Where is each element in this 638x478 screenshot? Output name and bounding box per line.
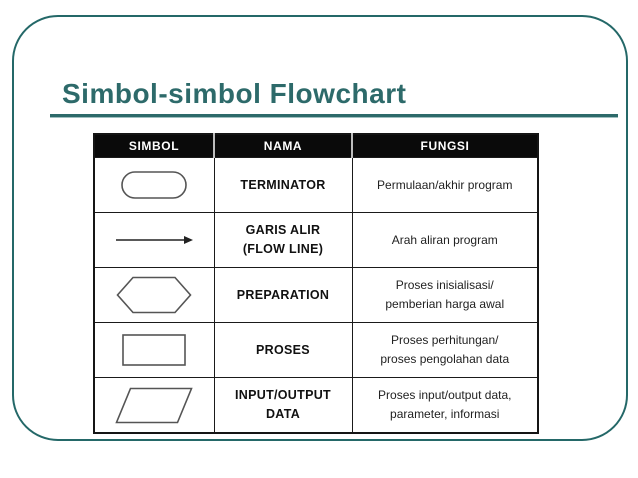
flow-line-arrow xyxy=(116,236,194,244)
fungsi-cell: Proses perhitungan/ proses pengolahan da… xyxy=(351,322,539,378)
nama-label: TERMINATOR xyxy=(240,177,326,192)
nama-cell: GARIS ALIR (FLOW LINE) xyxy=(213,212,353,268)
fungsi-label: Proses perhitungan/ proses pengolahan da… xyxy=(380,333,510,366)
fungsi-label: Proses inisialisasi/ pemberian harga awa… xyxy=(385,278,505,311)
fungsi-cell: Arah aliran program xyxy=(351,212,539,268)
fungsi-cell: Proses inisialisasi/ pemberian harga awa… xyxy=(351,267,539,323)
table-header-row: SIMBOL NAMA FUNGSI xyxy=(93,133,539,158)
fungsi-cell: Permulaan/akhir program xyxy=(351,157,539,213)
process-rectangle-shape xyxy=(122,334,187,366)
nama-cell: PROSES xyxy=(213,322,353,378)
symbol-cell xyxy=(93,157,215,213)
table-header-nama: NAMA xyxy=(213,133,353,158)
table-row: GARIS ALIR (FLOW LINE) Arah aliran progr… xyxy=(93,212,539,268)
table-row: PROSES Proses perhitungan/ proses pengol… xyxy=(93,322,539,378)
input-output-parallelogram-shape xyxy=(115,387,193,423)
nama-cell: INPUT/OUTPUT DATA xyxy=(213,377,353,434)
nama-cell: TERMINATOR xyxy=(213,157,353,213)
nama-label: INPUT/OUTPUT DATA xyxy=(235,388,331,421)
symbol-cell xyxy=(93,212,215,268)
fungsi-cell: Proses input/output data, parameter, inf… xyxy=(351,377,539,434)
flowchart-symbols-table: SIMBOL NAMA FUNGSI TERMINATOR Permulaan/… xyxy=(93,133,539,434)
table-row: TERMINATOR Permulaan/akhir program xyxy=(93,157,539,213)
terminator-stadium-shape xyxy=(121,171,188,199)
nama-cell: PREPARATION xyxy=(213,267,353,323)
table-header-simbol: SIMBOL xyxy=(93,133,215,158)
title-underline xyxy=(50,114,618,118)
preparation-hexagon-shape xyxy=(116,276,192,314)
table-row: PREPARATION Proses inisialisasi/ pemberi… xyxy=(93,267,539,323)
symbol-cell xyxy=(93,322,215,378)
page-title: Simbol-simbol Flowchart xyxy=(62,78,407,109)
symbol-cell xyxy=(93,267,215,323)
table-header-fungsi: FUNGSI xyxy=(351,133,539,158)
slide-border xyxy=(12,15,628,441)
fungsi-label: Arah aliran program xyxy=(391,232,498,247)
nama-label: GARIS ALIR (FLOW LINE) xyxy=(242,223,324,256)
fungsi-label: Proses input/output data, parameter, inf… xyxy=(378,388,512,421)
symbol-cell xyxy=(93,377,215,434)
fungsi-label: Permulaan/akhir program xyxy=(377,177,513,192)
nama-label: PREPARATION xyxy=(236,287,330,302)
table-row: INPUT/OUTPUT DATA Proses input/output da… xyxy=(93,377,539,434)
nama-label: PROSES xyxy=(256,342,310,357)
